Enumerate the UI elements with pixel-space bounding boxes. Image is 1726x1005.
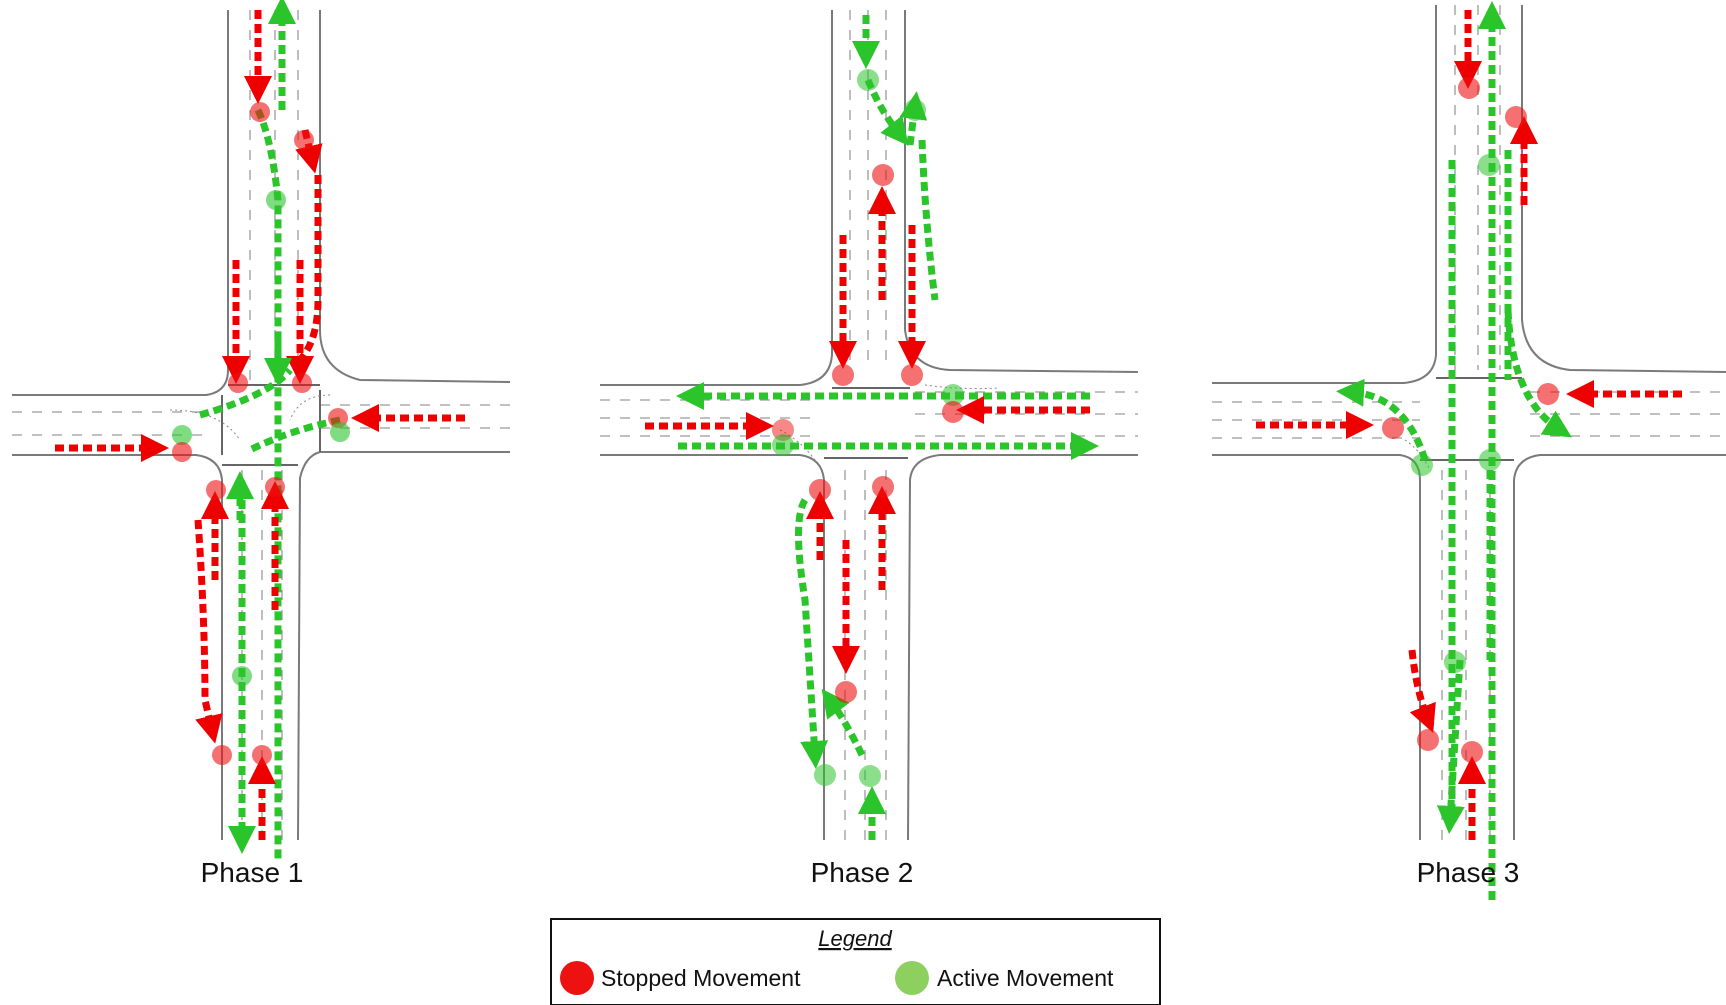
phase-1-label: Phase 1 — [201, 857, 304, 888]
legend-title: Legend — [818, 926, 892, 951]
legend-box — [550, 918, 1161, 1005]
phase-2-signal-dots — [772, 69, 964, 787]
phase-2-intersection: Phase 2 — [600, 10, 1139, 888]
phase-3-intersection: Phase 3 — [1212, 0, 1726, 900]
phase-2-movements — [645, 15, 1099, 840]
legend-stopped-swatch — [560, 961, 594, 995]
phase-1-intersection: Phase 1 — [12, 0, 511, 888]
legend-stopped-label: Stopped Movement — [601, 965, 801, 991]
phase-1-roadway — [12, 10, 511, 841]
phase-3-label: Phase 3 — [1417, 857, 1520, 888]
phase-3-signal-dots — [1382, 77, 1559, 763]
legend-active-label: Active Movement — [937, 965, 1114, 991]
legend-active-swatch — [895, 961, 929, 995]
phase-2-label: Phase 2 — [811, 857, 914, 888]
legend: Legend Stopped Movement Active Movement — [550, 918, 1161, 1005]
phase-1-signal-dots — [172, 102, 350, 765]
